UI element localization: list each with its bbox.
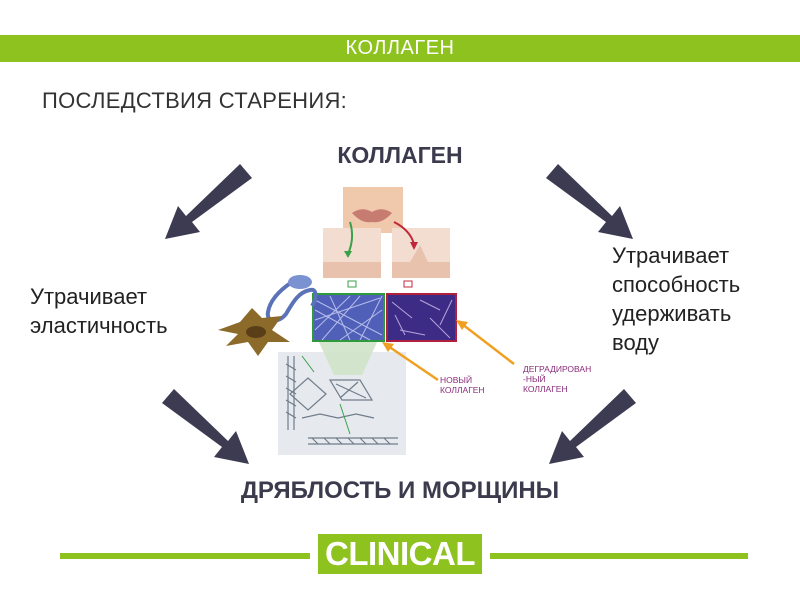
header-title: КОЛЛАГЕН: [345, 37, 455, 59]
new-collagen-label-line: КОЛЛАГЕН: [440, 385, 485, 395]
pointer-new-collagen: [387, 344, 439, 382]
arrow-bottom-right: [549, 389, 636, 464]
diagram-result-label: ДРЯБЛОСТЬ И МОРЩИНЫ: [240, 477, 560, 504]
elasticity-loss-line: Утрачивает: [30, 284, 148, 309]
collagen-helix: [265, 280, 318, 323]
footer-divider-left: [60, 553, 310, 559]
footer-divider-right: [490, 553, 748, 559]
lips-photo: [343, 187, 403, 233]
clinical-logo-text: CLINICAL: [325, 535, 475, 572]
degraded-collagen-label: ДЕГРАДИРОВАН -НЫЙ КОЛЛАГЕН: [523, 364, 591, 394]
water-retention-loss-line: удерживать: [612, 301, 732, 326]
degraded-collagen-label-line: КОЛЛАГЕН: [523, 384, 568, 394]
water-retention-loss-text: Утрачивает способность удерживать воду: [612, 241, 740, 357]
new-collagen-label: НОВЫЙ КОЛЛАГЕН: [440, 375, 485, 395]
elasticity-loss-line: эластичность: [30, 313, 168, 338]
elasticity-loss-text: Утрачивает эластичность: [30, 282, 168, 340]
new-collagen-label-line: НОВЫЙ: [440, 375, 473, 385]
arrow-top-right: [546, 164, 633, 239]
water-retention-loss-line: воду: [612, 330, 660, 355]
pointer-degraded-collagen: [461, 323, 515, 365]
degraded-collagen-label-line: -НЫЙ: [523, 374, 546, 384]
water-retention-loss-line: способность: [612, 272, 741, 297]
collagen-illustration: [218, 187, 515, 455]
arrow-bottom-left: [162, 389, 249, 464]
arrow-top-left: [165, 164, 252, 239]
water-retention-loss-line: Утрачивает: [612, 243, 730, 268]
diagram-center-label: КОЛЛАГЕН: [337, 142, 463, 168]
slide-subtitle: ПОСЛЕДСТВИЯ СТАРЕНИЯ:: [42, 88, 348, 113]
header-bar: КОЛЛАГЕН: [0, 35, 800, 62]
clinical-logo: CLINICAL: [318, 534, 482, 574]
degraded-collagen-label-line: ДЕГРАДИРОВАН: [523, 364, 592, 374]
fiber-funnel: [318, 340, 378, 375]
